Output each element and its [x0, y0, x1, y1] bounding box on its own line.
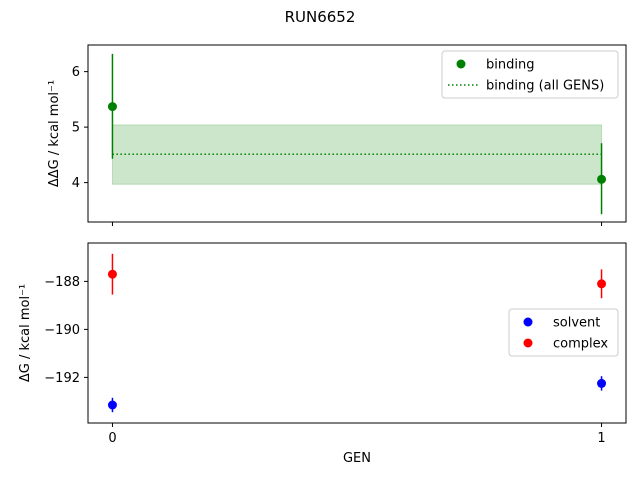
legend-marker [456, 59, 466, 69]
legend-label: solvent [553, 316, 600, 331]
legend-marker [523, 317, 533, 327]
chart-title: RUN6652 [285, 8, 356, 26]
y-tick-label: −192 [44, 371, 80, 386]
data-point [107, 269, 117, 279]
x-axis-label: GEN [343, 451, 371, 466]
data-point [107, 400, 117, 410]
x-tick-label: 1 [597, 431, 605, 446]
data-point [597, 279, 607, 289]
legend-box [441, 50, 619, 99]
legend-marker [523, 338, 533, 348]
legend-label: binding [486, 58, 534, 73]
axes-frame [87, 44, 627, 223]
data-point [597, 174, 607, 184]
legend-box [508, 308, 619, 357]
y-tick-label: −188 [44, 275, 80, 290]
y-axis-label: ΔG / kcal mol⁻¹ [18, 284, 33, 382]
data-point [597, 378, 607, 388]
y-tick-label: −190 [44, 323, 80, 338]
y-tick-label: 4 [72, 176, 80, 191]
legend-label: complex [553, 337, 608, 352]
legend-label: binding (all GENS) [486, 79, 604, 94]
axes-frame [87, 242, 627, 424]
x-tick-label: 0 [108, 431, 116, 446]
data-point [107, 102, 117, 112]
y-tick-label: 5 [72, 121, 80, 136]
y-axis-label: ΔΔG / kcal mol⁻¹ [47, 80, 62, 187]
y-tick-label: 6 [72, 65, 80, 80]
